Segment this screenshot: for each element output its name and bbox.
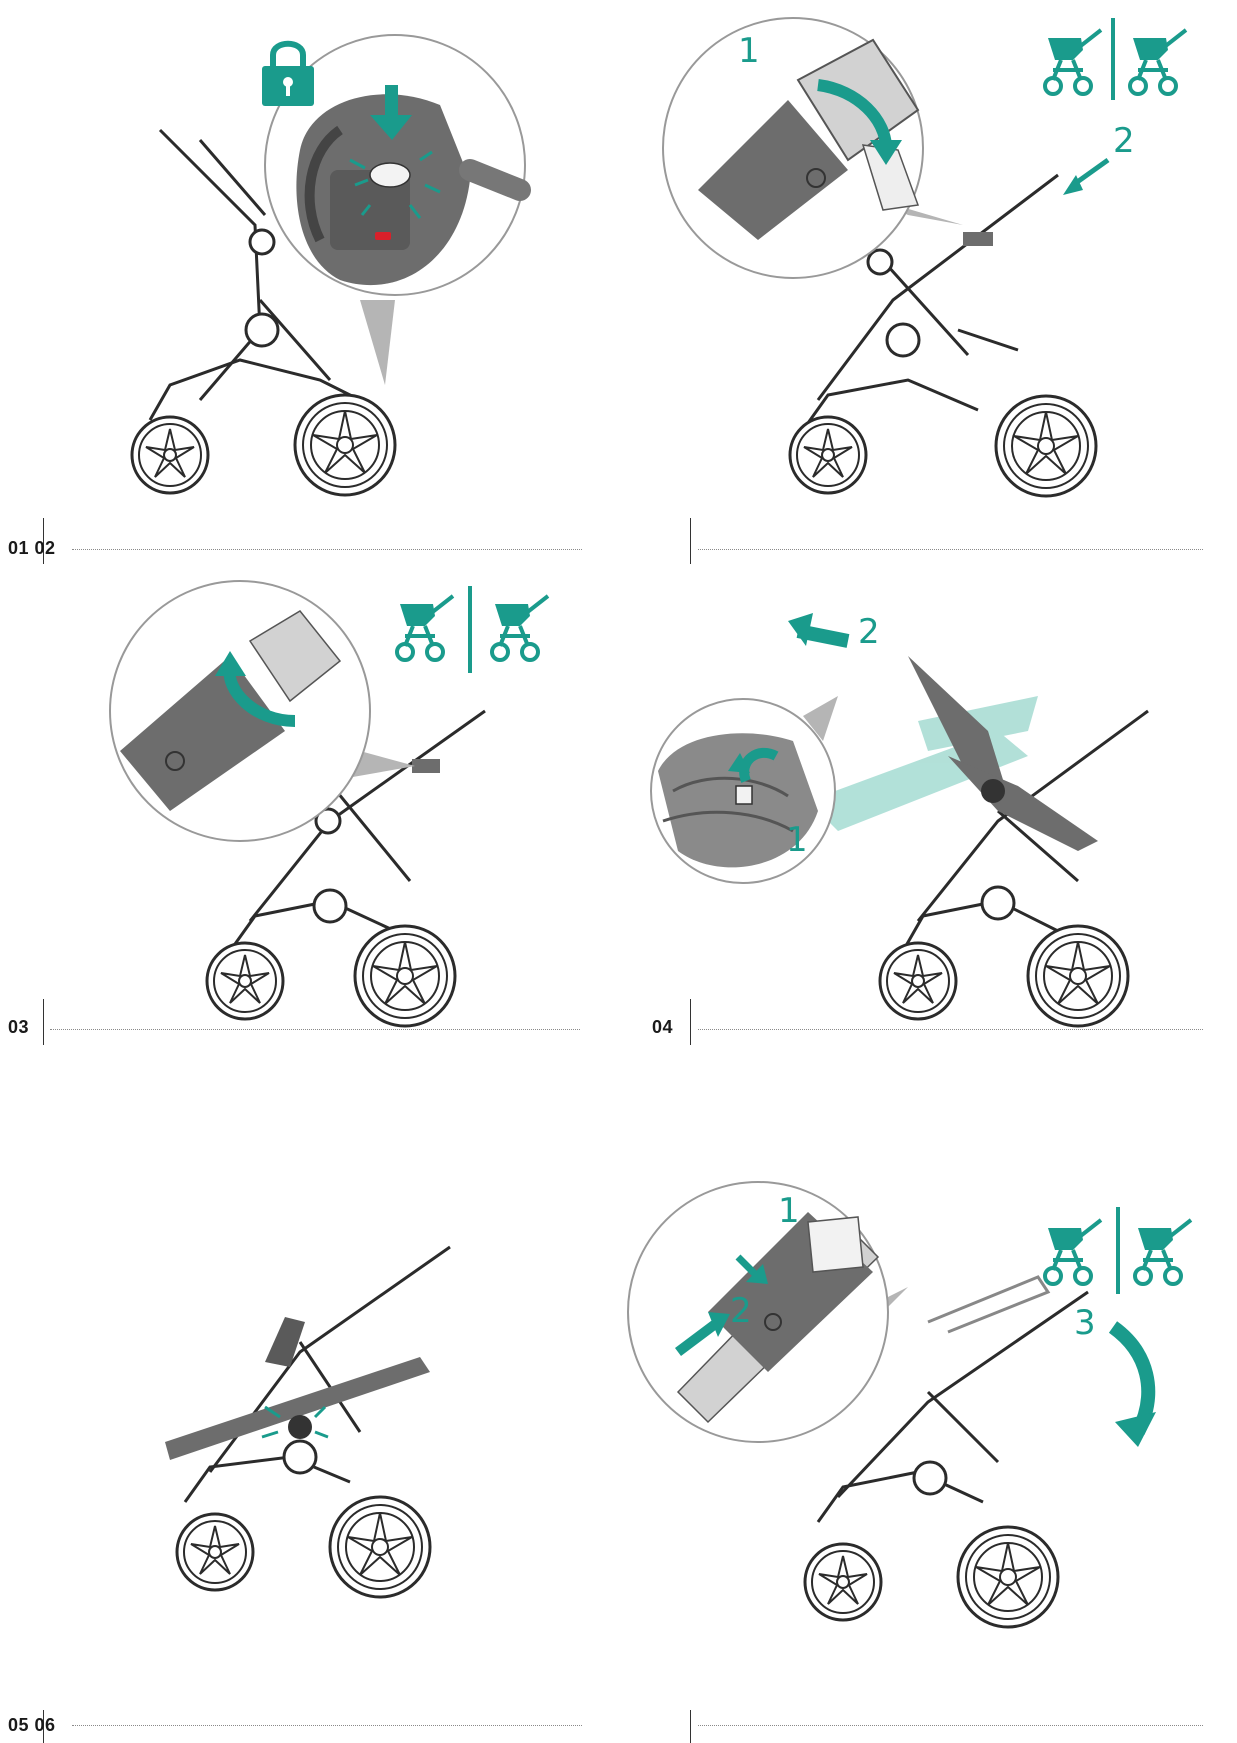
push-arrow-icon [370, 85, 412, 140]
step-label: 03 [8, 1017, 30, 1037]
lock-icon [262, 40, 314, 106]
front-wheel-icon [803, 1542, 883, 1622]
front-wheel-icon [175, 1512, 255, 1592]
rear-wheel-icon [293, 393, 397, 497]
rear-wheel-icon [994, 394, 1098, 498]
step-label: 05 06 [8, 1715, 56, 1735]
stroller-frame [148, 128, 361, 421]
rotate-arrow-icon [728, 753, 750, 773]
stroller-mode-icon [490, 594, 550, 662]
step-panel-04: 2 1 04 [618, 581, 1236, 1162]
rear-wheel-icon [353, 924, 457, 1028]
stroller-mode-icon [395, 594, 455, 662]
step-panel-01-02: 01 02 [0, 0, 618, 581]
detail-magnifier [264, 34, 531, 385]
step-number-1: 1 [738, 31, 760, 71]
detail-magnifier [650, 696, 838, 884]
rear-wheel-icon [956, 1525, 1060, 1629]
stroller-mode-icon [1133, 1218, 1193, 1286]
step-number-1: 1 [778, 1191, 800, 1231]
step-number-2: 2 [858, 612, 880, 652]
step-label: 01 02 [8, 538, 56, 558]
stroller-frame [816, 1275, 1089, 1523]
step-number-2: 2 [1113, 121, 1135, 161]
rotate-arrow-icon [870, 140, 902, 165]
push-arrow-icon [1071, 157, 1110, 188]
step-panel-05-06: 05 06 [0, 1162, 618, 1743]
front-wheel-icon [878, 941, 958, 1021]
seat-backrest [908, 656, 1008, 796]
stroller-mode-icon [1128, 28, 1188, 96]
seat-flat [165, 1357, 430, 1460]
detail-magnifier [662, 17, 963, 279]
rear-wheel-icon [1026, 924, 1130, 1028]
step-number-2: 2 [730, 1291, 752, 1331]
step-label: 04 [652, 1017, 674, 1037]
rotate-arrow-icon [215, 651, 246, 676]
stroller-frame [801, 173, 1059, 431]
step-panel-03: 03 [0, 580, 618, 1162]
stroller-mode-icon [1043, 1218, 1103, 1286]
stroller-frame [901, 709, 1149, 952]
step-number-3: 3 [1074, 1303, 1096, 1343]
step-panel-02: 1 2 [618, 0, 1236, 581]
detail-magnifier [627, 1181, 908, 1443]
front-wheel-icon [205, 941, 285, 1021]
stroller-mode-icon [1043, 28, 1103, 96]
step-panel-06: 1 2 3 [618, 1162, 1236, 1743]
front-wheel-icon [788, 415, 868, 495]
step-number-1: 1 [786, 820, 808, 860]
front-wheel-icon [130, 415, 210, 495]
lock-indicator [375, 232, 391, 240]
stroller-frame [228, 709, 486, 952]
detail-magnifier [109, 580, 415, 842]
rear-wheel-icon [328, 1495, 432, 1599]
